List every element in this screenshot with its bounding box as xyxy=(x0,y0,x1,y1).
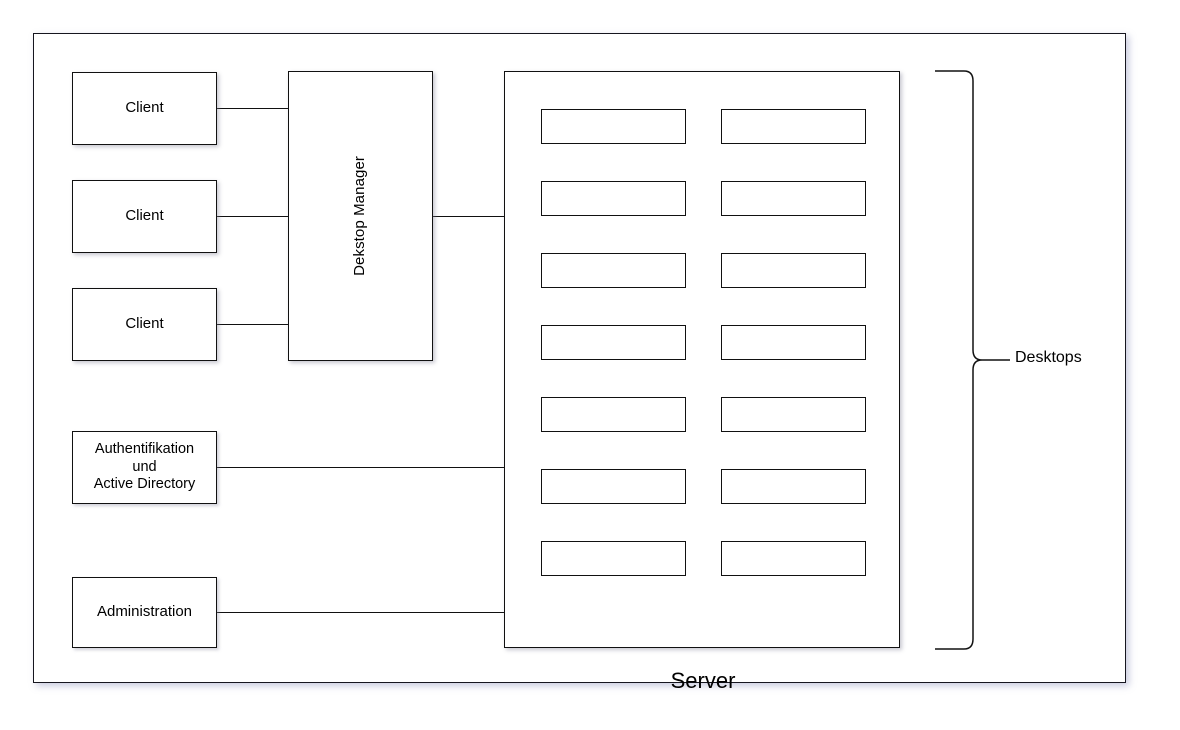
node-authentication-active-directory[interactable]: Authentifikation und Active Directory xyxy=(72,431,217,504)
server-slot[interactable] xyxy=(721,541,866,576)
desktops-brace-icon xyxy=(935,70,1010,650)
server-slot[interactable] xyxy=(721,181,866,216)
server-slot[interactable] xyxy=(541,181,686,216)
connector-desktop-manager-to-server xyxy=(433,216,504,218)
connector-administration-to-server xyxy=(217,612,504,614)
server-slot[interactable] xyxy=(721,469,866,504)
connector-client1-to-desktop-manager xyxy=(217,108,288,110)
node-server[interactable]: Server xyxy=(504,71,900,693)
desktops-brace-label: Desktops xyxy=(1015,349,1082,366)
node-client-1-label: Client xyxy=(125,99,164,117)
node-administration-label: Administration xyxy=(96,603,193,621)
node-client-2[interactable]: Client xyxy=(72,180,217,253)
node-desktop-manager[interactable]: Dekstop Manager xyxy=(288,71,433,361)
server-slot[interactable] xyxy=(721,325,866,360)
server-slot[interactable] xyxy=(541,109,686,144)
node-client-3-label: Client xyxy=(125,315,164,333)
connector-authentication-to-server xyxy=(217,467,504,469)
node-authentication-line-2: und xyxy=(132,458,157,475)
node-client-3[interactable]: Client xyxy=(72,288,217,361)
connector-client3-to-desktop-manager xyxy=(217,324,288,326)
server-slot[interactable] xyxy=(541,325,686,360)
server-slot[interactable] xyxy=(541,469,686,504)
node-client-1[interactable]: Client xyxy=(72,72,217,145)
server-slot[interactable] xyxy=(541,397,686,432)
server-slot[interactable] xyxy=(541,541,686,576)
server-slot[interactable] xyxy=(721,109,866,144)
connector-client2-to-desktop-manager xyxy=(217,216,288,218)
node-authentication-label: Authentifikation und Active Directory xyxy=(92,441,198,494)
node-administration[interactable]: Administration xyxy=(72,577,217,648)
server-slot[interactable] xyxy=(541,253,686,288)
server-slot[interactable] xyxy=(721,397,866,432)
node-desktop-manager-label: Dekstop Manager xyxy=(351,156,369,276)
node-authentication-line-3: Active Directory xyxy=(93,476,196,493)
node-server-label: Server xyxy=(670,668,736,693)
server-slot[interactable] xyxy=(721,253,866,288)
node-client-2-label: Client xyxy=(125,207,164,225)
node-authentication-line-1: Authentifikation xyxy=(94,440,195,457)
